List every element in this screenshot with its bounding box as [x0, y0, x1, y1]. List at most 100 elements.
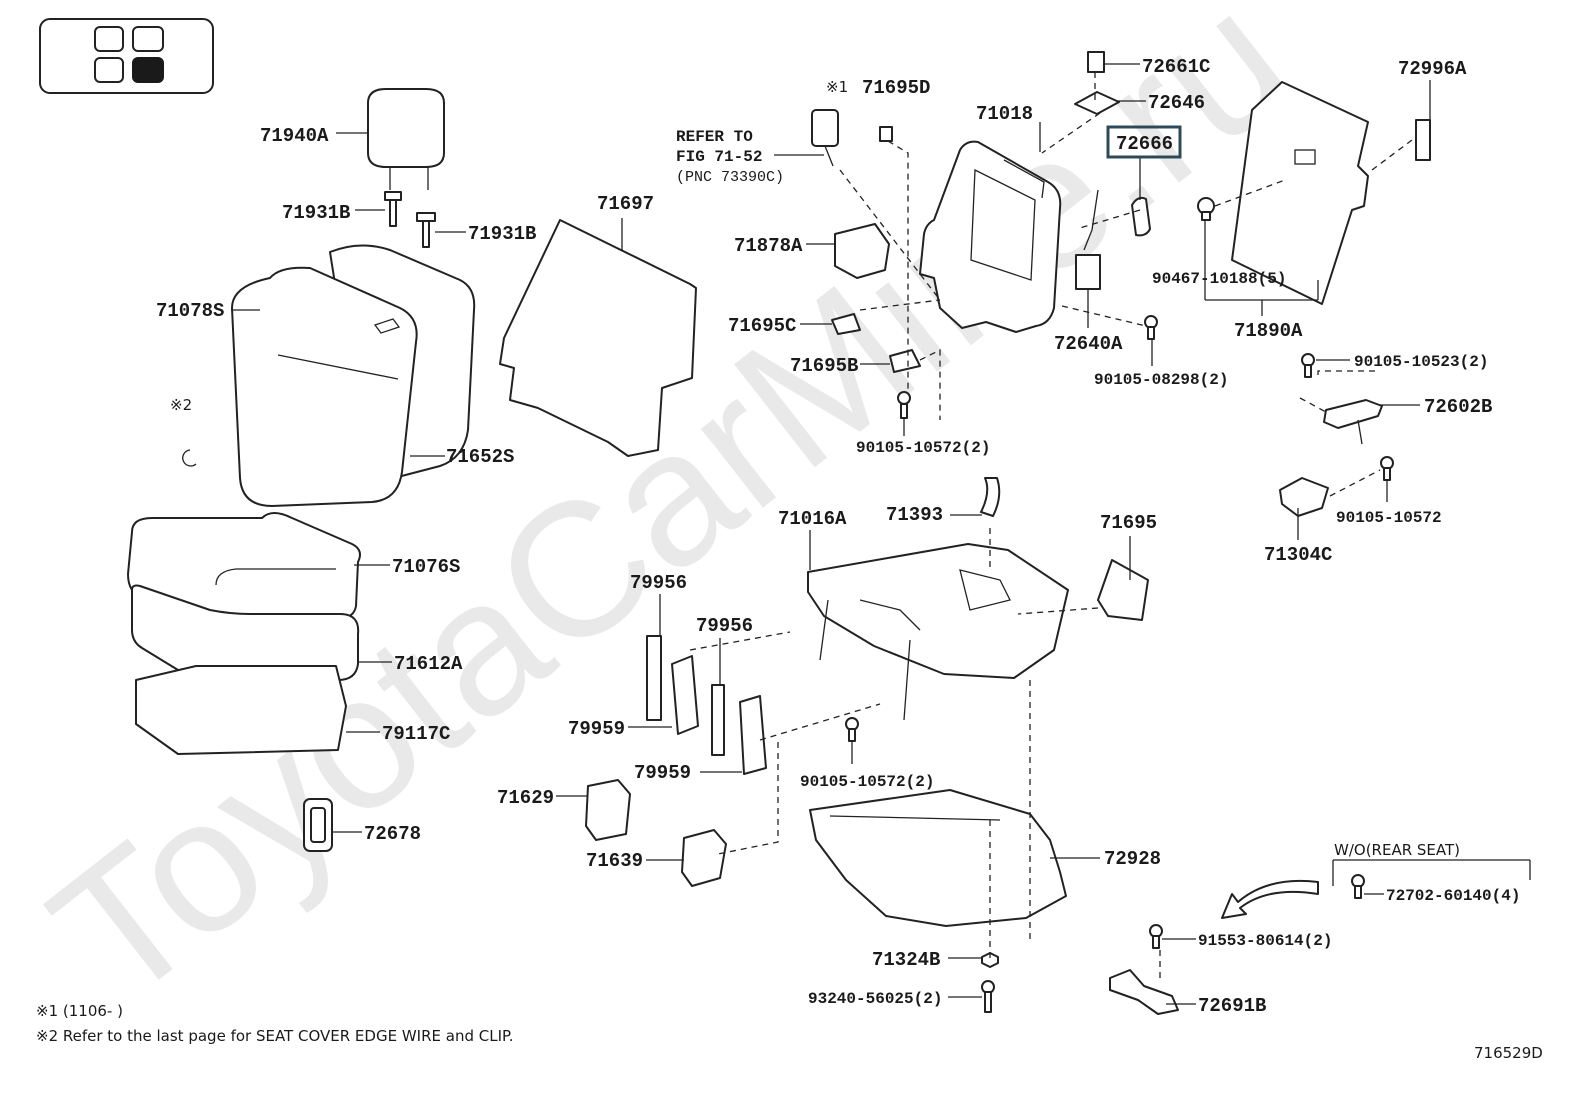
- wo-rear-seat-label: W/O(REAR SEAT): [1334, 841, 1460, 859]
- cover-79956-right[interactable]: [711, 684, 725, 756]
- label-71016A[interactable]: 71016A: [778, 508, 847, 530]
- striker-72996A[interactable]: [1415, 119, 1431, 161]
- label-71695C[interactable]: 71695C: [728, 315, 796, 337]
- label-72996A[interactable]: 72996A: [1398, 58, 1467, 80]
- label-71697[interactable]: 71697: [597, 193, 654, 215]
- cover-79959-right[interactable]: [739, 695, 767, 775]
- label-72702-60140-4[interactable]: 72702-60140(4): [1386, 887, 1520, 905]
- lock-cable-72640A[interactable]: [1075, 189, 1101, 290]
- pad-79117C[interactable]: [135, 665, 347, 755]
- label-72691B[interactable]: 72691B: [1198, 995, 1266, 1017]
- label-79117C[interactable]: 79117C: [382, 723, 450, 745]
- bracket-71695B[interactable]: [889, 349, 921, 373]
- label-71304C[interactable]: 71304C: [1264, 544, 1332, 566]
- label-91553-80614-2[interactable]: 91553-80614(2): [1198, 932, 1332, 950]
- label-90105-10572-2-center[interactable]: 90105-10572(2): [800, 773, 934, 791]
- label-72640A[interactable]: 72640A: [1054, 333, 1123, 355]
- cover-71629[interactable]: [585, 779, 631, 841]
- label-72928[interactable]: 72928: [1104, 848, 1161, 870]
- wire-71393[interactable]: [980, 477, 1001, 517]
- bolt-90105-10572-center[interactable]: [845, 717, 859, 742]
- label-71695[interactable]: 71695: [1100, 512, 1157, 534]
- label-72678[interactable]: 72678: [364, 823, 421, 845]
- release-handle-72666[interactable]: [1131, 196, 1151, 237]
- part-labels: 71940A 71931B 71931B 71078S 71652S 71076…: [156, 56, 1520, 1017]
- bracket-71304C[interactable]: [1279, 477, 1329, 517]
- board-71697[interactable]: [499, 219, 697, 457]
- bracket-71695[interactable]: [1097, 559, 1149, 621]
- bracket-71695C[interactable]: [831, 313, 861, 335]
- edge-wire-clip-mark: [182, 449, 197, 467]
- bracket-71878A[interactable]: [834, 223, 890, 279]
- mark1-symbol: ※1: [826, 78, 848, 96]
- label-71940A[interactable]: 71940A: [260, 125, 329, 147]
- label-93240-56025-2[interactable]: 93240-56025(2): [808, 990, 942, 1008]
- footnote-2: ※2 Refer to the last page for SEAT COVER…: [36, 1027, 513, 1045]
- label-79959-right[interactable]: 79959: [634, 762, 691, 784]
- clip-90467-10188[interactable]: [1197, 197, 1215, 221]
- headrest-guide-71931B-right[interactable]: [416, 212, 436, 248]
- bolt-90105-10572-upper[interactable]: [897, 391, 911, 419]
- label-71324B[interactable]: 71324B: [872, 949, 940, 971]
- label-79959-left[interactable]: 79959: [568, 718, 625, 740]
- bolt-72702-60140[interactable]: [1351, 874, 1365, 899]
- bushing-71695D[interactable]: [879, 126, 893, 142]
- label-79956-left[interactable]: 79956: [630, 572, 687, 594]
- label-71018[interactable]: 71018: [976, 103, 1033, 125]
- label-71695B[interactable]: 71695B: [790, 355, 858, 377]
- bolt-90105-10523[interactable]: [1301, 353, 1315, 378]
- label-79956-right[interactable]: 79956: [696, 615, 753, 637]
- cap-72661C[interactable]: [1087, 51, 1105, 73]
- undercover-72928[interactable]: [809, 789, 1067, 927]
- label-71878A[interactable]: 71878A: [734, 235, 803, 257]
- label-71076S[interactable]: 71076S: [392, 556, 460, 578]
- assembly-dashed-lines: [689, 72, 1413, 980]
- headrest-71940A[interactable]: [367, 88, 445, 190]
- seatback-cover-71078S[interactable]: [231, 244, 476, 507]
- cover-71639[interactable]: [681, 829, 727, 887]
- bolt-90105-10572-right[interactable]: [1380, 456, 1394, 481]
- seat-cushion-pad-71612A[interactable]: [131, 584, 360, 681]
- label-71629[interactable]: 71629: [497, 787, 554, 809]
- bolt-93240-56025[interactable]: [981, 980, 995, 1013]
- hinge-72602B[interactable]: [1323, 399, 1383, 445]
- label-90105-10523-2[interactable]: 90105-10523(2): [1354, 353, 1488, 371]
- label-72661C[interactable]: 72661C: [1142, 56, 1210, 78]
- back-board-71890A[interactable]: [1231, 81, 1369, 305]
- label-72666-highlighted[interactable]: 72666: [1116, 133, 1173, 155]
- bolt-91553-80614[interactable]: [1149, 924, 1163, 949]
- label-71078S[interactable]: 71078S: [156, 300, 224, 322]
- label-71931B-right[interactable]: 71931B: [468, 223, 536, 245]
- bolt-90105-08298[interactable]: [1144, 315, 1158, 340]
- bezel-72646[interactable]: [1074, 91, 1120, 115]
- part-72678[interactable]: [303, 798, 333, 852]
- label-72602B[interactable]: 72602B: [1424, 396, 1492, 418]
- label-90105-10572-2-upper[interactable]: 90105-10572(2): [856, 439, 990, 457]
- cover-79956-left[interactable]: [646, 635, 662, 721]
- seat-position-indicator: [39, 18, 214, 94]
- label-71652S[interactable]: 71652S: [446, 446, 514, 468]
- label-71639[interactable]: 71639: [586, 850, 643, 872]
- highlight-box-72666: [1106, 125, 1182, 159]
- label-71695D[interactable]: 71695D: [862, 77, 930, 99]
- seatback-frame-71018[interactable]: [919, 140, 1062, 333]
- label-90105-08298-2[interactable]: 90105-08298(2): [1094, 371, 1228, 389]
- cushion-frame-71016A[interactable]: [807, 543, 1069, 721]
- figure-id: 716529D: [1474, 1044, 1543, 1062]
- arrow-icon: [1221, 879, 1319, 919]
- refer-to-line-1: REFER TO: [676, 128, 753, 146]
- label-72646[interactable]: 72646: [1148, 92, 1205, 114]
- label-71612A[interactable]: 71612A: [394, 653, 463, 675]
- bracket-72691B[interactable]: [1109, 969, 1179, 1015]
- refer-to-line-2: FIG 71-52: [676, 148, 762, 166]
- label-90467-10188-5[interactable]: 90467-10188(5): [1152, 270, 1286, 288]
- cover-79959-left[interactable]: [671, 655, 699, 735]
- label-71393[interactable]: 71393: [886, 504, 943, 526]
- label-90105-10572-right[interactable]: 90105-10572: [1336, 509, 1442, 527]
- label-71890A[interactable]: 71890A: [1234, 320, 1303, 342]
- refer-to-line-3: (PNC 73390C): [676, 169, 784, 186]
- headrest-guide-71931B-left[interactable]: [384, 191, 402, 227]
- seat-belt-buckle-71695D[interactable]: [811, 109, 839, 167]
- label-71931B-left[interactable]: 71931B: [282, 202, 350, 224]
